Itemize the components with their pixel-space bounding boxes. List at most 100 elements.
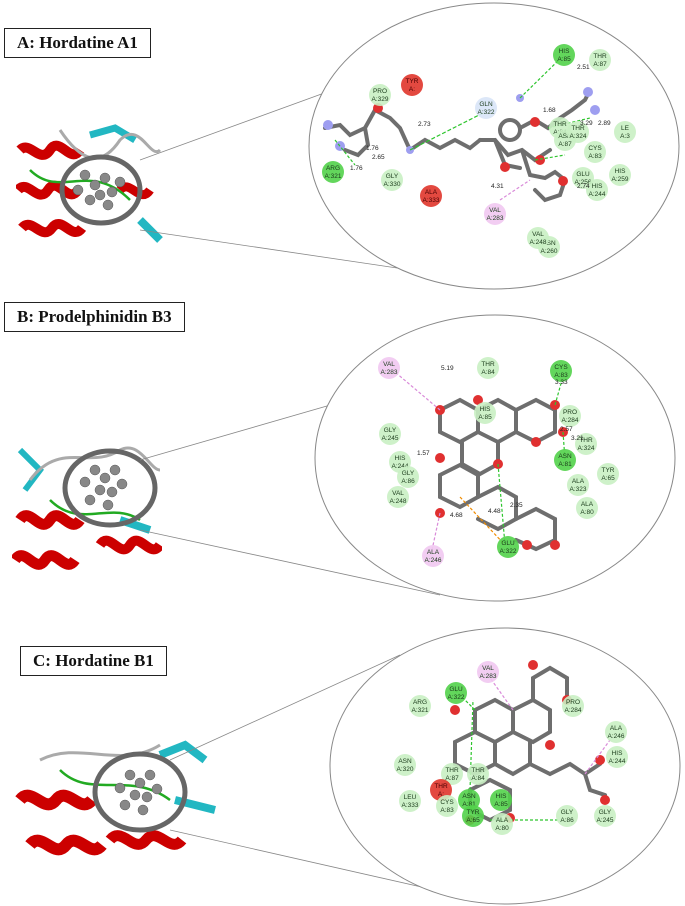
residue-label-text: A:85 [557, 56, 571, 63]
residue-label-text: TYR [406, 78, 419, 85]
residue-label-text: TYR [467, 809, 480, 816]
residue-label-text: ASN [542, 240, 556, 247]
residue-label-text: ASN [558, 133, 572, 140]
protein-thumbnail-c [10, 735, 220, 880]
residue-label-text: A:321 [412, 707, 429, 714]
residue-label-text: A:65 [466, 817, 480, 824]
zoom-circle-c [329, 627, 681, 905]
residue-label-text: VAL [489, 207, 501, 214]
residue-label-text: A:321 [325, 173, 342, 180]
residue-label-text: A: [409, 86, 415, 93]
residue-label-text: GLY [561, 809, 574, 816]
residue-label-text: A:283 [381, 369, 398, 376]
residue-le-a-3: LEA:3 [614, 121, 636, 143]
residue-label-text: CYS [588, 145, 602, 152]
distance-label: 4.48 [488, 508, 501, 515]
residue-label-text: CYS [440, 799, 454, 806]
residue-label-text: A:245 [597, 817, 614, 824]
residue-label-text: GLU [501, 540, 515, 547]
residue-labels: HISA:85THRA:87PROA:329TYRA:GLNA:322THRA:… [322, 44, 636, 835]
distance-label: 2.89 [598, 120, 611, 127]
panel-title-c: C: Hordatine B1 [20, 646, 167, 676]
residue-label-text: GLU [449, 686, 463, 693]
residue-label-text: A:85 [494, 801, 508, 808]
distance-label: 1.76 [350, 165, 363, 172]
residue-label-text: A:260 [541, 248, 558, 255]
residue-label-text: A: [438, 791, 444, 798]
residue-label-text: ALA [572, 478, 585, 485]
residue-label-text: A:246 [608, 733, 625, 740]
protein-thumbnail-a [16, 122, 164, 254]
residue-label-text: THR [434, 783, 448, 790]
residue-label-text: A:65 [601, 475, 615, 482]
residue-label-text: A:256 [575, 179, 592, 186]
residue-label-text: A:323 [570, 486, 587, 493]
residue-label-text: THR [593, 53, 607, 60]
residue-label-text: A:284 [565, 707, 582, 714]
residue-label-text: A:329 [372, 96, 389, 103]
residue-label-text: A:284 [562, 417, 579, 424]
zoom-circle-b [314, 314, 676, 602]
residue-label-text: A:248 [390, 498, 407, 505]
distance-label: 2.73 [418, 121, 431, 128]
distance-label: 2.35 [510, 502, 523, 509]
residue-label-text: A:84 [481, 369, 495, 376]
panel-title-b: B: Prodelphinidin B3 [4, 302, 185, 332]
residue-label-text: A:83 [554, 372, 568, 379]
protein-thumbnail-b [12, 433, 162, 578]
residue-label-text: A:320 [397, 766, 414, 773]
distance-label: 3.21 [571, 435, 584, 442]
distance-label: 1.76 [366, 145, 379, 152]
residue-label-text: PRO [566, 699, 580, 706]
distance-label: 2.74 [577, 183, 590, 190]
residue-label-text: GLN [479, 101, 493, 108]
residue-label-text: A:85 [478, 414, 492, 421]
residue-label-text: A:244 [609, 758, 626, 765]
residue-label-text: THR [445, 767, 459, 774]
residue-label-text: A:248 [530, 239, 547, 246]
residue-label-text: A:322 [500, 548, 517, 555]
residue-label-text: A:259 [612, 176, 629, 183]
residue-label-text: A:333 [402, 802, 419, 809]
residue-label-text: A:87 [445, 775, 459, 782]
residue-label-text: A:84 [471, 775, 485, 782]
residue-label-text: HIS [395, 455, 407, 462]
residue-label-text: A:330 [384, 181, 401, 188]
distance-label: 5.19 [441, 365, 454, 372]
residue-label-text: A:3 [620, 133, 630, 140]
residue-label-text: HIS [592, 183, 604, 190]
residue-label-text: THR [579, 437, 593, 444]
distance-label: 4.31 [491, 183, 504, 190]
distance-label: 1.57 [417, 450, 430, 457]
residue-label-text: THR [481, 361, 495, 368]
panel-title-a: A: Hordatine A1 [4, 28, 151, 58]
distance-label: 1.68 [543, 107, 556, 114]
distance-label: 4.68 [450, 512, 463, 519]
residue-label-text: A:83 [440, 807, 454, 814]
